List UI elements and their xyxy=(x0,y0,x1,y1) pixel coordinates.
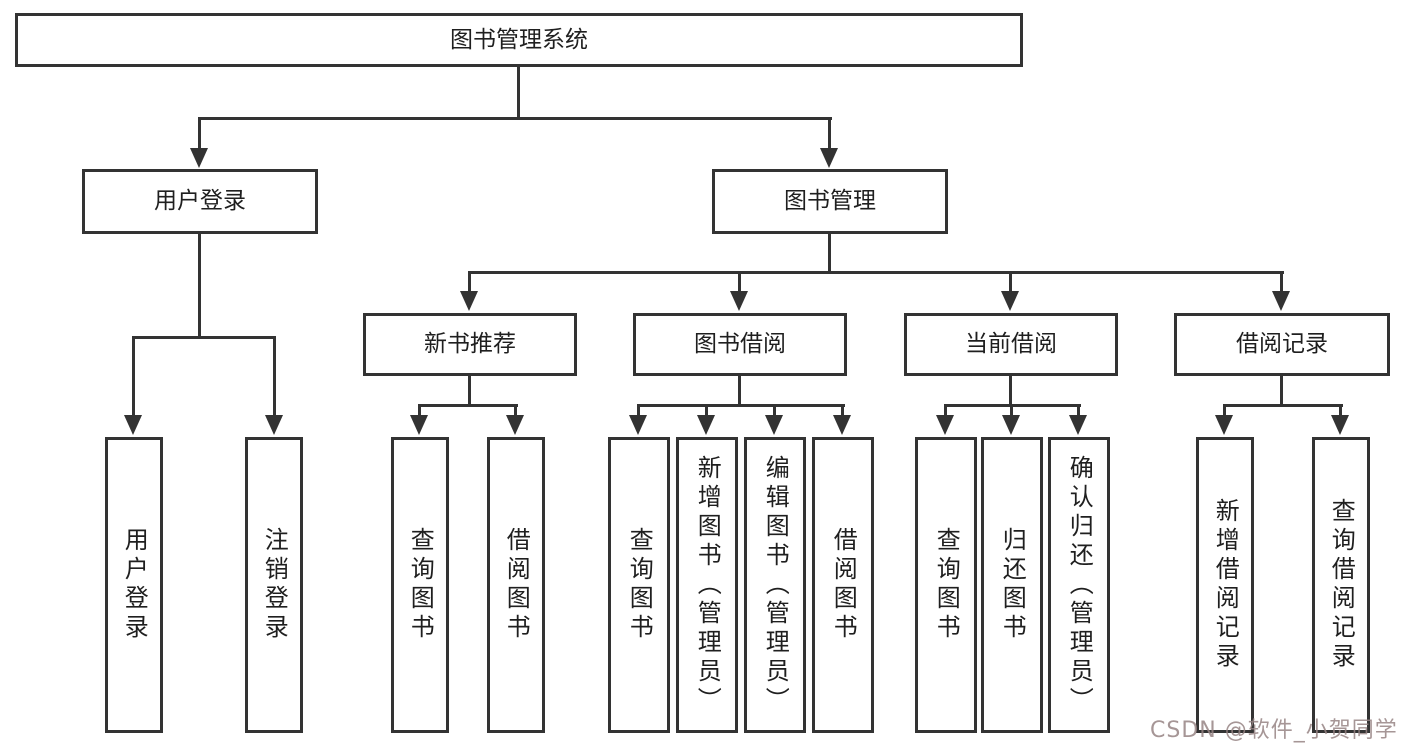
arrowhead xyxy=(1069,415,1087,435)
leaf-borrow-books-recommend: 借阅图书 xyxy=(487,437,545,733)
arrowhead xyxy=(190,148,208,168)
connector xyxy=(468,376,471,406)
leaf-query-books-borrow: 查询图书 xyxy=(608,437,670,733)
leaf-label: 新增图书（管理员） xyxy=(693,454,722,716)
leaf-user-login: 用户登录 xyxy=(105,437,163,733)
arrowhead xyxy=(1331,415,1349,435)
connector xyxy=(738,271,741,293)
leaf-query-borrow-record: 查询借阅记录 xyxy=(1312,437,1370,733)
leaf-label: 用户登录 xyxy=(120,527,149,643)
connector xyxy=(418,404,421,417)
leaf-add-books-admin: 新增图书（管理员） xyxy=(676,437,738,733)
connector xyxy=(1009,271,1012,293)
connector xyxy=(705,404,708,417)
connector xyxy=(637,404,845,407)
arrowhead xyxy=(265,415,283,435)
connector xyxy=(198,117,201,149)
arrowhead xyxy=(697,415,715,435)
connector xyxy=(1280,376,1283,406)
connector xyxy=(738,376,741,406)
arrowhead xyxy=(506,415,524,435)
connector xyxy=(468,271,1284,274)
leaf-label: 查询借阅记录 xyxy=(1327,498,1356,672)
leaf-borrow-books: 借阅图书 xyxy=(812,437,874,733)
arrowhead xyxy=(1215,415,1233,435)
connector xyxy=(828,234,831,273)
leaf-return-books: 归还图书 xyxy=(981,437,1043,733)
connector xyxy=(1280,271,1283,293)
arrowhead xyxy=(820,148,838,168)
leaf-label: 查询图书 xyxy=(406,527,435,643)
connector xyxy=(418,404,518,407)
leaf-edit-books-admin: 编辑图书（管理员） xyxy=(744,437,806,733)
arrowhead xyxy=(936,415,954,435)
leaf-label: 查询图书 xyxy=(932,527,961,643)
node-current-borrow: 当前借阅 xyxy=(904,313,1118,376)
leaf-query-books-recommend: 查询图书 xyxy=(391,437,449,733)
connector xyxy=(1223,404,1226,417)
connector xyxy=(1009,376,1012,406)
csdn-watermark: CSDN @软件_小贺同学 xyxy=(1150,718,1398,743)
arrowhead xyxy=(629,415,647,435)
connector xyxy=(1223,404,1343,407)
connector xyxy=(198,234,201,338)
connector xyxy=(132,336,135,415)
connector xyxy=(828,117,831,149)
leaf-query-books-current: 查询图书 xyxy=(915,437,977,733)
connector xyxy=(1010,404,1013,417)
connector xyxy=(132,336,276,339)
connector xyxy=(514,404,517,417)
arrowhead xyxy=(833,415,851,435)
node-book-management: 图书管理 xyxy=(712,169,948,234)
arrowhead xyxy=(730,291,748,311)
node-book-borrow: 图书借阅 xyxy=(633,313,847,376)
leaf-label: 借阅图书 xyxy=(502,527,531,643)
arrowhead xyxy=(1002,415,1020,435)
arrowhead xyxy=(1272,291,1290,311)
arrowhead xyxy=(1001,291,1019,311)
arrowhead xyxy=(460,291,478,311)
leaf-label: 注销登录 xyxy=(260,527,289,643)
leaf-confirm-return-admin: 确认归还（管理员） xyxy=(1048,437,1110,733)
node-borrow-record: 借阅记录 xyxy=(1174,313,1390,376)
arrowhead xyxy=(410,415,428,435)
leaf-label: 查询图书 xyxy=(625,527,654,643)
arrowhead xyxy=(765,415,783,435)
connector xyxy=(773,404,776,417)
node-root: 图书管理系统 xyxy=(15,13,1023,67)
leaf-label: 借阅图书 xyxy=(829,527,858,643)
connector xyxy=(944,404,947,417)
connector xyxy=(273,336,276,415)
connector xyxy=(1339,404,1342,417)
connector xyxy=(1077,404,1080,417)
leaf-logout: 注销登录 xyxy=(245,437,303,733)
connector xyxy=(517,67,520,119)
leaf-label: 新增借阅记录 xyxy=(1211,498,1240,672)
leaf-label: 确认归还（管理员） xyxy=(1065,454,1094,716)
connector xyxy=(841,404,844,417)
leaf-add-borrow-record: 新增借阅记录 xyxy=(1196,437,1254,733)
connector xyxy=(637,404,640,417)
node-new-book-recommend: 新书推荐 xyxy=(363,313,577,376)
connector xyxy=(198,117,832,120)
arrowhead xyxy=(124,415,142,435)
leaf-label: 归还图书 xyxy=(998,527,1027,643)
node-user-login: 用户登录 xyxy=(82,169,318,234)
connector xyxy=(468,271,471,293)
leaf-label: 编辑图书（管理员） xyxy=(761,454,790,716)
